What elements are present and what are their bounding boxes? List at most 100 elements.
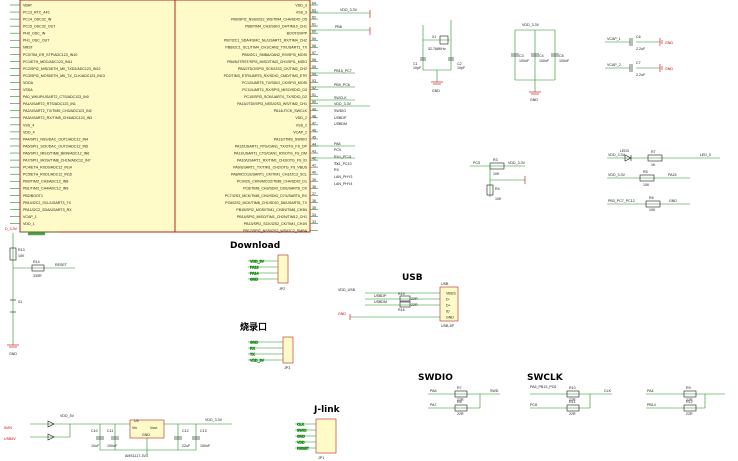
c5-ref: C5 [559, 54, 564, 58]
header-pin-label: RX [250, 346, 256, 350]
led-net-3: PB3_PC7_PC12 [608, 199, 635, 203]
third-net-1: PA4 [647, 389, 654, 393]
mcu-right-pin-num: 56 [312, 58, 316, 62]
r5-val: 10K [643, 183, 650, 187]
mcu-right-pin-num: 43 [312, 150, 316, 154]
swclk-out: CLK [604, 389, 612, 393]
mcu-right-pin-num: 54 [312, 72, 316, 76]
decoupling-gnd: GND [530, 98, 538, 102]
r13-val: 10K [18, 254, 25, 258]
mcu-left-pin-label: VDDA [23, 81, 34, 85]
mcu-right-pin-num: 62 [312, 16, 316, 20]
reg-out-net: VDD_3.3V [205, 418, 223, 422]
net-label: TX [334, 162, 339, 166]
mcu-right-pin-num: 37 [312, 192, 316, 196]
mcu-external-nets [310, 10, 371, 159]
mcu-right-pin-num: 60 [312, 30, 316, 34]
header-pin-label: VDD_3V [250, 358, 265, 362]
mcu-right-pin-label: PB12/SPI2_NSS/I2S2_WS/I2C2_SMBA [243, 229, 308, 233]
mcu-right-pin-num: 52 [312, 86, 316, 90]
net-label: RX1_PC11 [334, 155, 352, 159]
mcu-right-pin-label: VSS_3 [296, 10, 307, 14]
mcu-right-pin-label: VDD_2 [295, 116, 307, 120]
c10-val: 10uF [91, 444, 100, 448]
mcu-right-pin-label: PA9/USART1_TX/TIM1_CH2/OTG_FS_VBUS [233, 166, 307, 170]
mcu-right-pin-label: PB13/SPI2_SCK/I2S2_CK/TIM1_CH1N [244, 222, 308, 226]
led-ref: LED0 [620, 149, 629, 153]
mcu-left-pin-label: PA3/USART2_RX/TIM5_CH4/ADC123_IN3 [23, 116, 92, 120]
r3-ref: R3 [493, 158, 498, 162]
mcu-right-pin-label: VCAP_2 [293, 130, 307, 134]
r7-val: 1K [651, 163, 656, 167]
third-net-2: PB14 [647, 403, 656, 407]
led-net: LED_0 [700, 153, 711, 157]
net-label: USBDP [334, 116, 347, 120]
mcu-left-pin-label: PC3/SPI2_MOSI/ETH_MII_TX_CLK/ADC123_IN13 [23, 74, 105, 78]
mcu-left-pin-label: PA6/SPI1_MISO/TIM8_BKIN/ADC12_IN6 [23, 151, 89, 155]
mcu-right-pin-num: 59 [312, 37, 316, 41]
swdio-out: SWD [490, 389, 499, 393]
mcu-right-pin-num: 49 [312, 107, 316, 111]
mcu-right-pin-num: 58 [312, 44, 316, 48]
c3-val: 100nF [519, 59, 530, 63]
mcu-right-pin-num: 55 [312, 65, 316, 69]
vcap1-gnd: GND [665, 41, 673, 45]
usb-ref: USB [441, 282, 449, 286]
mcu-left-pin-label: PA2/USART2_TX/TIM5_CH3/ADC123_IN2 [23, 109, 92, 113]
mcu-left-pin-label: PC2/SPI2_MISO/ETH_MII_TXD2/ADC123_IN12 [23, 67, 101, 71]
net-label: VDD_3.3V [334, 102, 352, 106]
swdio-title: SWDIO [418, 373, 453, 383]
s1-ref: S1 [18, 300, 22, 304]
swclk-net-2: PC8 [530, 403, 537, 407]
swclk-r1: R10 [569, 386, 576, 390]
mcu-left-pin-label: NRST [23, 46, 34, 50]
jp1-ref: JP1 [318, 456, 324, 460]
usb-pin-label: D- [446, 297, 451, 301]
swdio-block [428, 390, 500, 412]
mcu-right-pin-label: PD2/TIM3_ETR/UART5_RX/SDIO_CMD/TIM3_ETR [224, 74, 308, 78]
mcu-right-pin-num: 47 [312, 121, 316, 125]
mcu-right-pin-num: 53 [312, 79, 316, 83]
usb-pin-label: GND [446, 315, 454, 319]
decoupling-caps [511, 29, 559, 95]
r13-ref: R13 [18, 248, 25, 252]
decoupling-net: VDD_3.3V [522, 23, 540, 27]
u3-name: AMS1117-3V3 [125, 454, 148, 458]
vcap1-net: VCAP_1 [607, 37, 621, 41]
mcu-right-pin-label: PB8/TIM4_CH3/SDIO_D4/TIM10_CH1 [245, 25, 307, 29]
mcu-right-pin-label: PC6/I2S2_MCK/TIM8_CH1/SDIO_D6/USART6_TX [225, 201, 307, 205]
net-label: TX1_PC10 [334, 162, 352, 166]
swclk-net-1: PA5_PB13_PC6 [530, 385, 556, 389]
usb-pin-label: D+ [446, 303, 451, 307]
mcu-right-pin-label: PB15/SPI2_MOSI/TIM1_CH3N/TIM8_CH3N [236, 208, 307, 212]
mcu-right-pin-label: VSS_2 [296, 123, 307, 127]
mcu-right-pin-num: 42 [312, 157, 316, 161]
mcu-right-pin-label: PB9/SPI2_NSS/I2S2_WS/TIM4_CH4/SDIO_D5 [231, 18, 307, 22]
r3-val: 10K [493, 172, 500, 176]
boot-rail: VDD_3.3V [508, 161, 526, 165]
jlink-title: J-link [313, 405, 341, 415]
r6-val: 10K [649, 208, 656, 212]
mcu-left-pin-label: PC1/ETH_MDC/ADC123_IN11 [23, 60, 72, 64]
usb-block [349, 286, 459, 322]
mcu-right-pin-label: PC7/I2S3_MCK/TIM8_CH2/SDIO_D7/USART6_RX [225, 194, 308, 198]
r5-ref: R5 [643, 170, 648, 174]
net-label-pb8: PB8 [335, 25, 342, 29]
net-label-vdd: VDD_3.3V [340, 8, 358, 12]
led-block [607, 154, 720, 208]
u3-vin: Vin [132, 426, 137, 430]
swclk-block [530, 390, 612, 412]
r4-ref: R4 [495, 187, 500, 191]
mcu-right-pin-label: PC11/UART4_RX/SPI3_MISO/SDIO_D3 [242, 88, 307, 92]
mcu-right-pin-label: PC10/SPI3_SCK/UART4_TX/SDIO_D2 [244, 95, 307, 99]
mcu-left-pin-label: PA4/SPI1_NSS/DAC_OUT1/ADC12_IN4 [23, 137, 88, 141]
reset-block [7, 233, 75, 348]
r6-ref: R6 [649, 196, 654, 200]
swdio-v2: 22R [457, 412, 464, 416]
mcu-left-pin-label: VSSA [23, 88, 33, 92]
mcu-right-pin-num: 64 [312, 2, 316, 6]
c4-val: 100nF [539, 59, 550, 63]
usb-pin-label: ID [446, 309, 450, 313]
